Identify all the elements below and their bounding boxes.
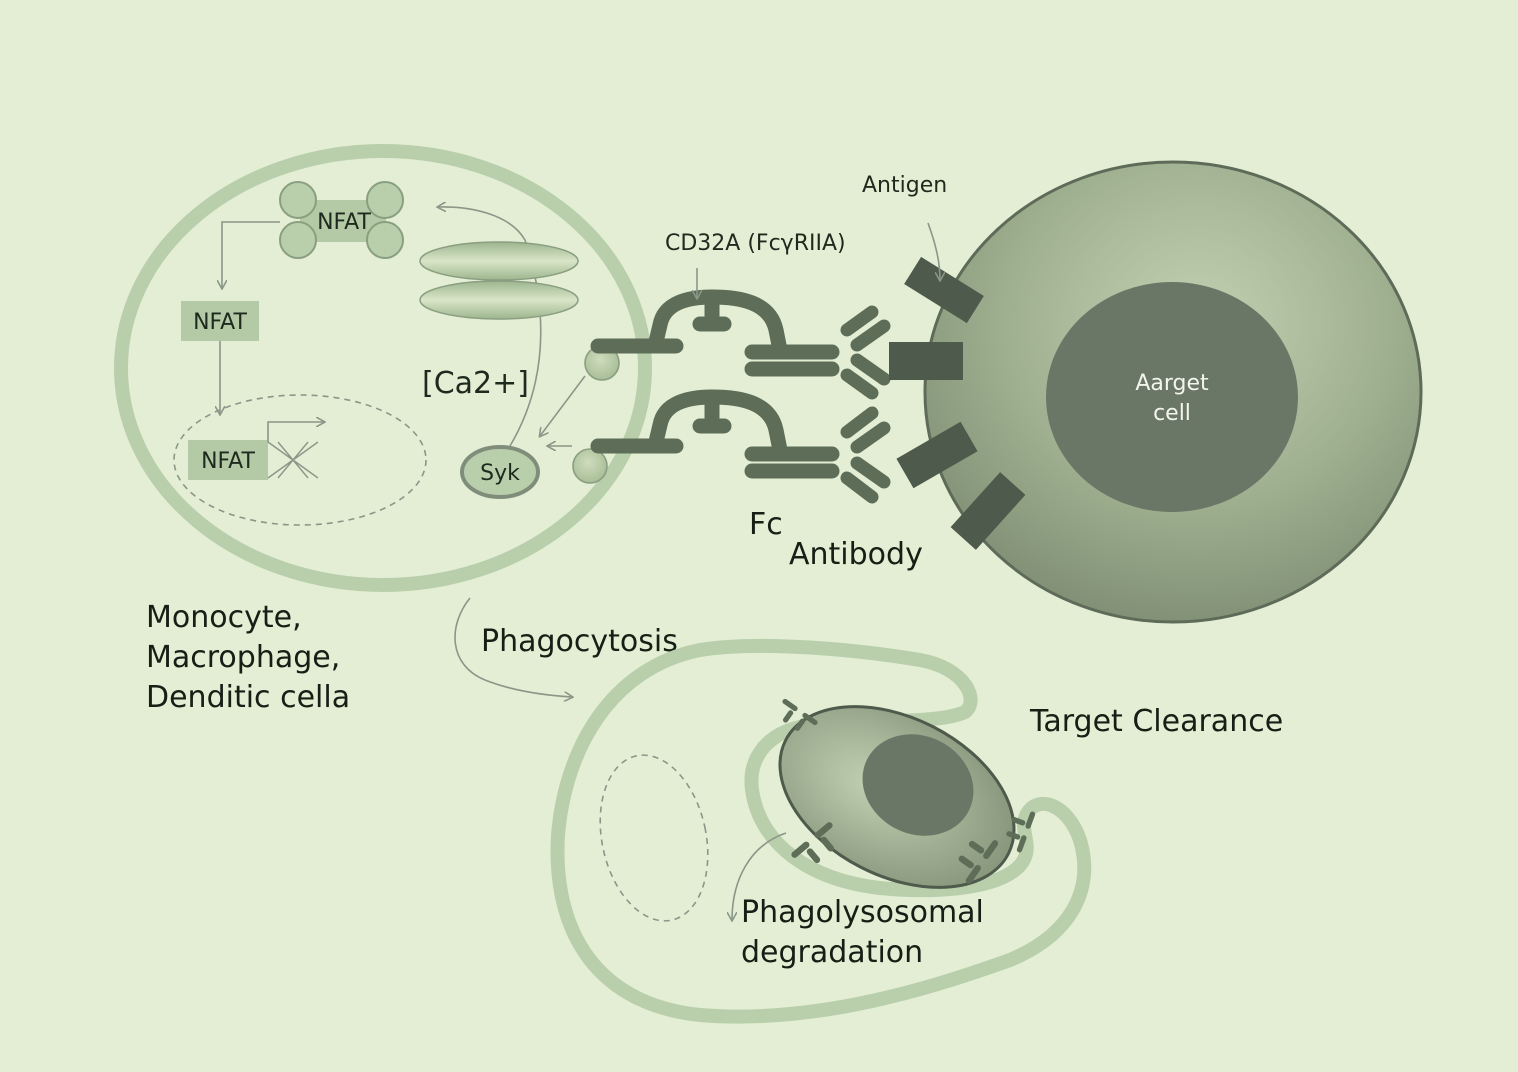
cell-type-label: Monocyte, Macrophage, Denditic cella bbox=[146, 600, 350, 715]
nfat-cytoplasm-label: NFAT bbox=[193, 310, 247, 335]
cell-type-line-1: Monocyte, bbox=[146, 600, 302, 635]
antigen-label: Antigen bbox=[862, 173, 947, 198]
engulfed-target-nucleus bbox=[862, 734, 974, 836]
cell-type-line-2: Macrophage, bbox=[146, 640, 340, 675]
cell-type-line-3: Denditic cella bbox=[146, 680, 350, 715]
target-cell: Aarget cell bbox=[923, 160, 1423, 624]
nucleus-outline bbox=[173, 394, 427, 526]
target-cell-label-2: cell bbox=[1153, 401, 1191, 426]
antibody-lower bbox=[840, 406, 891, 504]
antigens bbox=[889, 256, 1026, 550]
fc-label: Fc bbox=[749, 507, 783, 542]
phagolysosomal-line-2: degradation bbox=[741, 935, 923, 970]
antigen-1 bbox=[904, 256, 984, 324]
nfat-cytoplasm: NFAT bbox=[181, 301, 259, 341]
phagocytosis-label: Phagocytosis bbox=[481, 624, 678, 659]
arrow-complex-to-nfat bbox=[222, 221, 280, 288]
arrow-receptor-to-syk-1 bbox=[540, 375, 586, 436]
cd32a-receptor-lower bbox=[590, 389, 840, 479]
immune-cell bbox=[114, 144, 652, 592]
adapter-ball-2 bbox=[572, 448, 608, 484]
syk-label: Syk bbox=[480, 461, 520, 486]
phagocyte-nucleus-outline bbox=[599, 754, 709, 922]
transcription-arrow-icon bbox=[267, 422, 324, 442]
cd32a-receptor-upper bbox=[590, 289, 840, 377]
dna-strand-icon bbox=[267, 441, 319, 479]
target-clearance-label: Target Clearance bbox=[1029, 704, 1283, 739]
immune-cell-membrane bbox=[114, 144, 652, 592]
antigen-4 bbox=[950, 472, 1026, 550]
antibody-label: Antibody bbox=[789, 537, 923, 572]
antigen-pointer bbox=[927, 222, 940, 280]
calcium-label: [Ca2+] bbox=[422, 366, 529, 401]
phagocytosis-arrow bbox=[454, 597, 572, 697]
target-cell-label-1: Aarget bbox=[1135, 371, 1209, 396]
degradation-arrow bbox=[732, 832, 787, 920]
nfat-nucleus: NFAT bbox=[188, 422, 324, 480]
phagolysosomal-line-1: Phagolysosomal bbox=[741, 895, 984, 930]
target-cell-nucleus bbox=[1046, 282, 1298, 512]
phagocyte-cell bbox=[550, 638, 1092, 1024]
syk: Syk bbox=[460, 445, 540, 499]
phagocyte-membrane bbox=[550, 638, 1092, 1024]
nfat-nucleus-label: NFAT bbox=[201, 449, 255, 474]
antigen-3 bbox=[896, 421, 978, 489]
nfat-complex: NFAT bbox=[279, 181, 404, 259]
nfat-complex-label: NFAT bbox=[317, 210, 371, 235]
er-disks bbox=[419, 241, 579, 320]
antigen-2 bbox=[889, 342, 963, 380]
antibody-upper bbox=[840, 305, 891, 400]
cd32a-label: CD32A (FcγRIIA) bbox=[665, 231, 846, 256]
